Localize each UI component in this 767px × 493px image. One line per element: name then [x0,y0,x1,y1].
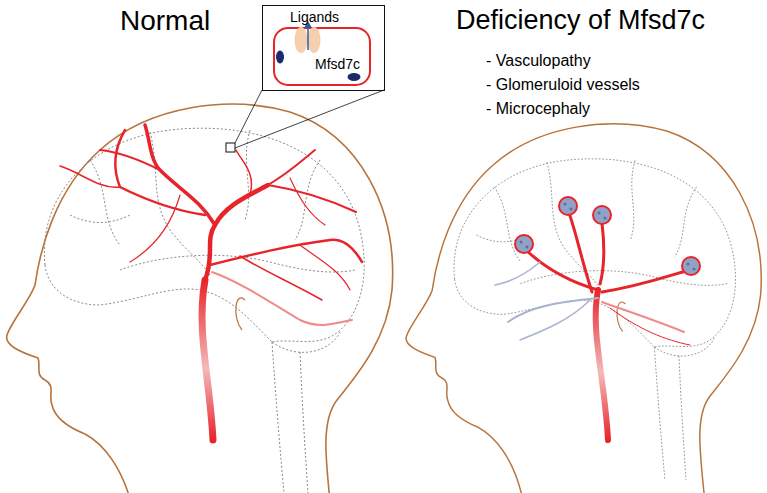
mfsd7c-transporter [308,27,321,53]
zoom-marker [226,143,235,152]
brain-outline [44,128,364,493]
phenotype-item: - Vasculopathy [486,52,591,70]
transport-arrow [307,27,309,50]
zoom-leader [235,90,384,148]
phenotype-item: - Glomeruloid vessels [486,76,640,94]
panel-heading: Deficiency of Mfsd7c [456,6,705,36]
phenotype-item: - Microcephaly [486,100,590,118]
head-outline [406,124,761,493]
endothelial-cell [274,28,370,85]
nucleus [348,73,361,81]
head-outline [7,104,393,493]
nucleus [276,51,284,64]
brain-outline [454,159,735,480]
zoom-leader [235,90,262,143]
mfsd7c-transporter [295,27,308,53]
glomeruloid-vessels [515,197,700,275]
abnormal-vessels [495,213,690,440]
brain-vessels [60,125,362,440]
panel-heading: Normal [120,6,210,37]
transporter-label: Mfsd7c [315,57,360,71]
ligand-label: Ligands [290,10,339,24]
inset-box: LigandsMfsd7c [262,5,385,91]
